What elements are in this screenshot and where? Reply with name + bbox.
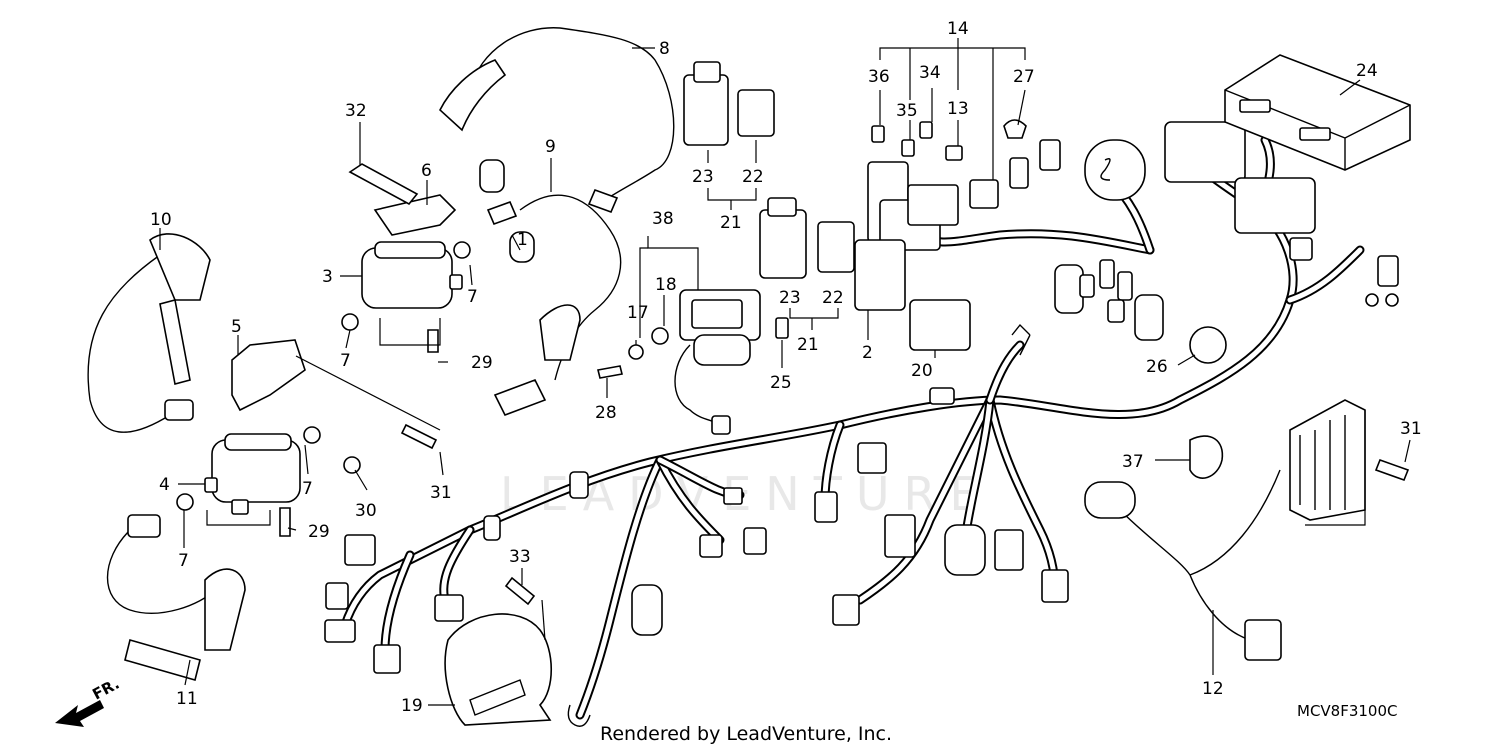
spark-plug-cord-12[interactable] — [1084, 469, 1282, 661]
callout-25: 25 — [770, 373, 792, 393]
upper-right-connectors[interactable] — [1164, 121, 1399, 307]
callout-12: 12 — [1202, 679, 1224, 699]
callout-21b: 21 — [797, 335, 819, 355]
callout-3: 3 — [322, 267, 333, 287]
band-37 — [1189, 435, 1224, 479]
callout-labels: 8 9 32 6 3 1 7 7 29 5 10 31 4 7 29 7 11 … — [150, 19, 1422, 716]
callout-27: 27 — [1013, 67, 1035, 87]
callout-24: 24 — [1356, 61, 1378, 81]
callout-20: 20 — [911, 361, 933, 381]
bracket-5 — [231, 339, 306, 412]
grommet-18 — [651, 327, 669, 345]
front-direction-indicator: FR. — [55, 675, 122, 727]
fuses[interactable] — [871, 119, 1027, 161]
relay-23-mid[interactable] — [759, 197, 807, 279]
bracket-6 — [373, 194, 457, 236]
callout-23b: 23 — [779, 288, 801, 308]
regulator-rectifier[interactable] — [1289, 399, 1366, 521]
callout-7b: 7 — [340, 351, 351, 371]
callout-18: 18 — [655, 275, 677, 295]
horn-19[interactable] — [444, 613, 553, 726]
grommets-7 — [176, 241, 471, 511]
callout-11: 11 — [176, 689, 198, 709]
relay-20[interactable] — [909, 299, 971, 351]
callout-21a: 21 — [720, 213, 742, 233]
fuse-box[interactable] — [867, 139, 1164, 341]
render-credit: Rendered by LeadVenture, Inc. — [600, 723, 892, 745]
ignition-coil-3[interactable] — [361, 241, 463, 309]
callout-6: 6 — [421, 161, 432, 181]
spark-plug-cord-11[interactable] — [106, 514, 246, 681]
callout-29a: 29 — [471, 353, 493, 373]
clamp-26 — [1189, 326, 1227, 364]
callout-5: 5 — [231, 317, 242, 337]
front-label: FR. — [89, 675, 122, 704]
leader-lines — [159, 38, 1411, 706]
callout-38: 38 — [652, 209, 674, 229]
clamp-25 — [775, 317, 789, 339]
bolts — [279, 163, 1410, 606]
callout-8: 8 — [659, 39, 670, 59]
callout-9: 9 — [545, 137, 556, 157]
callout-23a: 23 — [692, 167, 714, 187]
callout-17: 17 — [627, 303, 649, 323]
callout-30: 30 — [355, 501, 377, 521]
meter-38[interactable] — [674, 289, 761, 435]
callout-37: 37 — [1122, 452, 1144, 472]
callout-31b: 31 — [1400, 419, 1422, 439]
callout-35: 35 — [896, 101, 918, 121]
ignition-coil-4[interactable] — [204, 433, 301, 515]
screw-28 — [597, 365, 623, 379]
ecu-module[interactable] — [1224, 54, 1411, 171]
callout-33: 33 — [509, 547, 531, 567]
callout-29b: 29 — [308, 522, 330, 542]
callout-2: 2 — [862, 343, 873, 363]
connector-2[interactable] — [854, 239, 906, 311]
callout-22b: 22 — [822, 288, 844, 308]
callout-7d: 7 — [178, 551, 189, 571]
spark-plug-cord-9[interactable] — [486, 194, 622, 417]
callout-14: 14 — [947, 19, 969, 39]
harness-connectors — [324, 323, 1069, 727]
callout-7c: 7 — [302, 479, 313, 499]
callout-36: 36 — [868, 67, 890, 87]
callout-19: 19 — [401, 696, 423, 716]
callout-10: 10 — [150, 210, 172, 230]
callout-32: 32 — [345, 101, 367, 121]
spark-plug-cord-10[interactable] — [87, 233, 211, 433]
callout-4: 4 — [159, 475, 170, 495]
callout-22a: 22 — [742, 167, 764, 187]
callout-34: 34 — [919, 63, 941, 83]
spark-plug-cord-8[interactable] — [439, 27, 675, 214]
collar-17 — [628, 344, 644, 360]
collar-1 — [509, 231, 535, 263]
callout-7a: 7 — [467, 287, 478, 307]
callout-28: 28 — [595, 403, 617, 423]
callout-13: 13 — [947, 99, 969, 119]
relay-23-top[interactable] — [683, 61, 729, 146]
relay-22-top[interactable] — [737, 89, 775, 137]
callout-1: 1 — [517, 230, 528, 250]
relay-22-mid[interactable] — [817, 221, 855, 273]
callout-31a: 31 — [430, 483, 452, 503]
callout-26: 26 — [1146, 357, 1168, 377]
diagram-code: MCV8F3100C — [1297, 702, 1398, 720]
